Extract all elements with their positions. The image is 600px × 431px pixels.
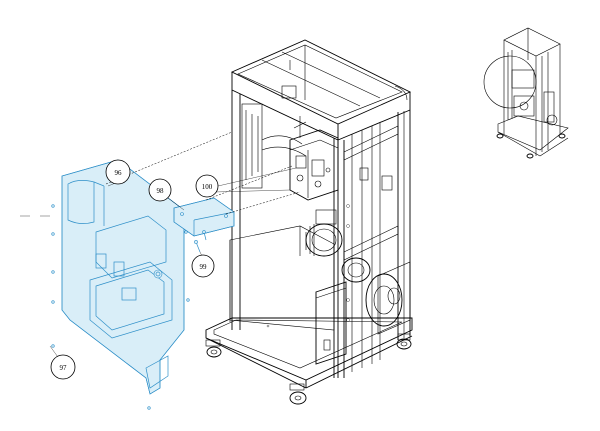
callout-label-99: 99 bbox=[200, 263, 208, 271]
internal-components bbox=[241, 85, 411, 365]
castor-front-right bbox=[289, 383, 307, 405]
exploded-panel-96 bbox=[51, 159, 190, 410]
castor-front-left bbox=[205, 339, 222, 358]
callout-98: 98 bbox=[148, 178, 185, 211]
callout-label-96: 96 bbox=[115, 169, 123, 177]
bracket-assembly bbox=[173, 197, 235, 253]
callout-100: 100 bbox=[195, 167, 297, 198]
callout-96: 96 bbox=[105, 159, 131, 187]
cabinet-frame bbox=[205, 39, 413, 405]
overview-thumbnail bbox=[483, 27, 569, 159]
callout-label-97: 97 bbox=[60, 364, 68, 372]
callout-99: 99 bbox=[191, 251, 215, 278]
callout-label-100: 100 bbox=[202, 183, 213, 191]
callout-97: 97 bbox=[49, 345, 76, 380]
motor bbox=[305, 209, 343, 257]
callout-label-98: 98 bbox=[157, 187, 165, 195]
castor-rear-right bbox=[396, 333, 412, 350]
